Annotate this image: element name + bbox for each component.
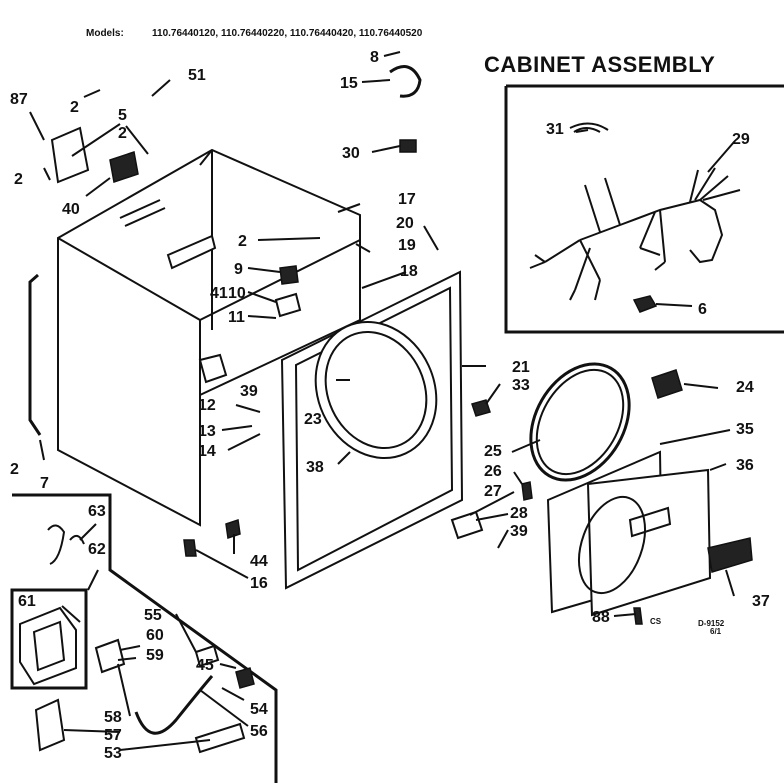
callout-57: 57 — [104, 727, 122, 744]
door-seal-25 — [529, 362, 631, 482]
callout-2: 2 — [14, 171, 23, 188]
motor-kit-inset — [10, 493, 278, 783]
screw-88 — [633, 607, 643, 625]
callout-87: 87 — [10, 91, 28, 108]
cs-mark: CS — [650, 617, 662, 626]
wire-clip-6 — [632, 295, 658, 313]
callout-19: 19 — [398, 237, 416, 254]
callout-12: 12 — [198, 397, 216, 414]
motor-61 — [19, 606, 77, 686]
callout-15: 15 — [340, 75, 358, 92]
part-28 — [450, 510, 484, 540]
leader-lines — [29, 51, 735, 751]
callout-29: 29 — [732, 131, 750, 148]
callout-54: 54 — [250, 701, 268, 718]
callout-39: 39 — [240, 383, 258, 400]
callout-25: 25 — [484, 443, 502, 460]
drawing-code-sub: 6/1 — [710, 627, 722, 636]
part-30 — [399, 139, 417, 153]
harness-inset — [504, 84, 784, 334]
bracket-41 — [166, 234, 217, 270]
callout-8: 8 — [370, 49, 379, 66]
part-55 — [194, 644, 220, 668]
callout-13: 13 — [198, 423, 216, 440]
callout-33: 33 — [512, 377, 530, 394]
callout-18: 18 — [400, 263, 418, 280]
callout-53: 53 — [104, 745, 122, 762]
pulley-59 — [94, 638, 126, 674]
callout-23: 23 — [304, 411, 322, 428]
callout-38: 38 — [306, 459, 324, 476]
callout-21: 21 — [512, 359, 530, 376]
callout-60: 60 — [146, 627, 164, 644]
callout-labels: 87 51 2 5 2 2 40 8 15 30 17 20 2 19 18 9… — [10, 49, 770, 762]
part-54 — [235, 667, 255, 689]
belt-56 — [134, 675, 214, 735]
callout-26: 26 — [484, 463, 502, 480]
plate-5 — [50, 126, 90, 184]
callout-59: 59 — [146, 647, 164, 664]
callout-2: 2 — [118, 125, 127, 142]
callout-58: 58 — [104, 709, 122, 726]
callout-63: 63 — [88, 503, 106, 520]
callout-41: 41 — [210, 285, 228, 302]
callout-2: 2 — [70, 99, 79, 116]
callout-39: 39 — [510, 523, 528, 540]
callout-11: 11 — [228, 309, 245, 326]
callout-62: 62 — [88, 541, 106, 558]
part-24 — [651, 369, 683, 399]
callout-31: 31 — [546, 121, 564, 138]
callout-24: 24 — [736, 379, 754, 396]
wire-harness — [579, 198, 724, 264]
callout-5: 5 — [118, 107, 127, 124]
side-rail — [28, 273, 42, 436]
models-label: Models: — [86, 28, 124, 39]
cabinet-body — [28, 148, 361, 527]
door-handle-slot — [628, 506, 672, 538]
callout-16: 16 — [250, 575, 268, 592]
callout-35: 35 — [736, 421, 754, 438]
callout-44: 44 — [250, 553, 268, 570]
front-panel — [280, 270, 464, 590]
callout-37: 37 — [752, 593, 770, 610]
callout-10: 10 — [228, 285, 246, 302]
callout-51: 51 — [188, 67, 206, 84]
callout-40: 40 — [62, 201, 80, 218]
callout-36: 36 — [736, 457, 754, 474]
callout-61: 61 — [18, 593, 36, 610]
bracket-57 — [34, 698, 66, 752]
part-33 — [471, 399, 491, 417]
callout-88: 88 — [592, 609, 610, 626]
callout-27: 27 — [484, 483, 502, 500]
door-assembly — [546, 450, 753, 617]
part-53 — [194, 722, 246, 754]
drawing-code: D-9152 — [698, 619, 725, 628]
diagram-title: CABINET ASSEMBLY — [484, 52, 715, 77]
callout-45: 45 — [196, 657, 214, 674]
clamp-15 — [389, 65, 422, 98]
hinge-37 — [707, 537, 753, 573]
callout-2: 2 — [238, 233, 247, 250]
callout-14: 14 — [198, 443, 216, 460]
callout-28: 28 — [510, 505, 528, 522]
callout-17: 17 — [398, 191, 416, 208]
part-9 — [279, 265, 299, 285]
callout-2: 2 — [10, 461, 19, 478]
callout-55: 55 — [144, 607, 162, 624]
top-slot — [119, 199, 166, 227]
part-26 — [521, 481, 533, 501]
callout-20: 20 — [396, 215, 414, 232]
callout-56: 56 — [250, 723, 268, 740]
models-list: 110.76440120, 110.76440220, 110.76440420… — [152, 28, 423, 39]
callout-30: 30 — [342, 145, 360, 162]
screw-16 — [183, 539, 197, 557]
part-10 — [274, 292, 302, 318]
callout-6: 6 — [698, 301, 707, 318]
callout-7: 7 — [40, 475, 49, 492]
door-opening — [314, 320, 438, 460]
part-40 — [109, 151, 139, 183]
part-44 — [225, 519, 241, 539]
callout-9: 9 — [234, 261, 243, 278]
